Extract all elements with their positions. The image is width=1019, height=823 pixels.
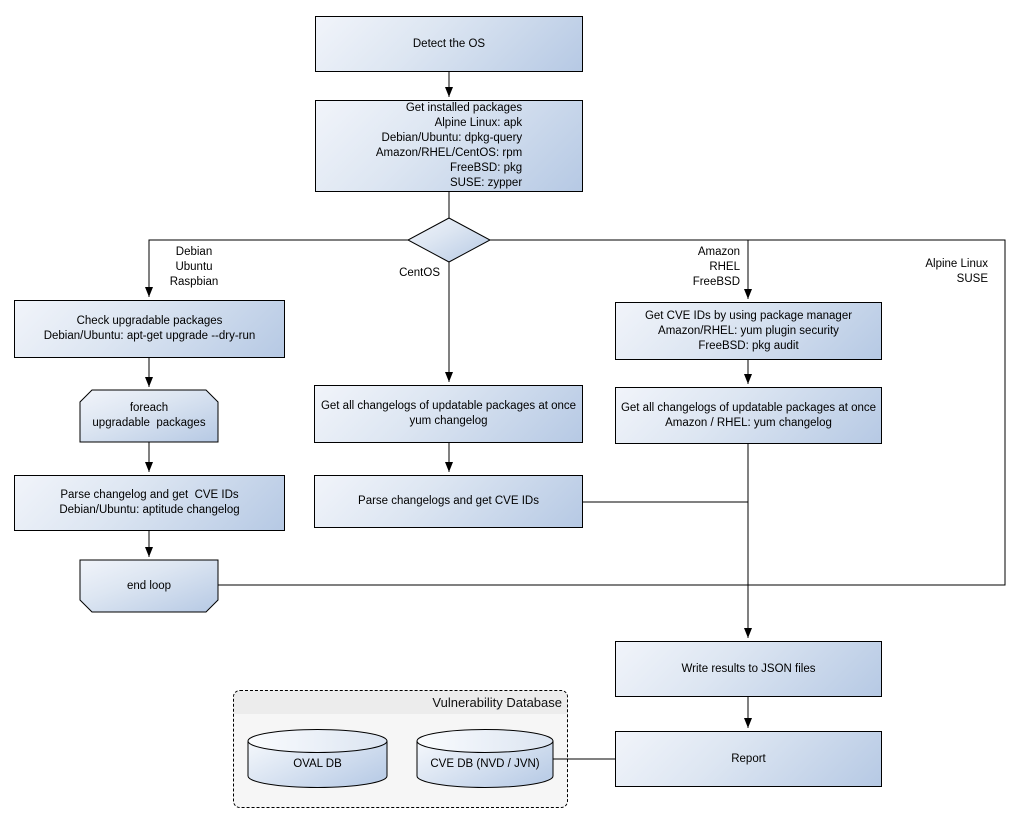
branch-label-debian: Debian Ubuntu Raspbian [169,246,219,288]
node-detect-os: Detect the OS [315,16,583,72]
oval-db-cylinder [247,729,388,788]
node-foreach-loop-label: foreach upgradable packages [92,402,206,429]
foreach-loop-shape [79,389,219,443]
vulnerability-database-title: Vulnerability Database [432,695,562,710]
branch-label-amazon: Amazon RHEL FreeBSD [692,246,740,288]
node-get-changelogs-amazon: Get all changelogs of updatable packages… [615,387,882,444]
end-loop-shape [79,559,219,613]
node-write-results-json: Write results to JSON files [615,641,882,697]
branch-label-alpine: Alpine Linux SUSE [925,258,988,285]
node-parse-changelogs-centos: Parse changelogs and get CVE IDs [314,475,583,528]
node-check-upgradable-packages: Check upgradable packages Debian/Ubuntu:… [14,300,285,358]
cve-db-cylinder [416,729,554,788]
vulnerability-database-header: Vulnerability Database [234,691,567,714]
node-get-changelogs-centos: Get all changelogs of updatable packages… [314,385,583,443]
node-get-cve-ids-pkg-manager: Get CVE IDs by using package manager Ama… [615,302,882,360]
branch-label-centos: CentOS [399,267,440,279]
edge-diamond-to-check-upgradable [145,239,408,297]
node-report: Report [615,731,882,787]
arrow-connectors [145,72,752,728]
oval-db-label: OVAL DB [293,757,342,770]
node-parse-changelog-debian: Parse changelog and get CVE IDs Debian/U… [14,475,285,531]
os-decision-diamond [406,217,492,263]
node-get-installed-packages: Get installed packages Alpine Linux: apk… [315,100,583,192]
node-end-loop-label: end loop [126,579,172,592]
cve-db-label: CVE DB (NVD / JVN) [430,757,540,770]
